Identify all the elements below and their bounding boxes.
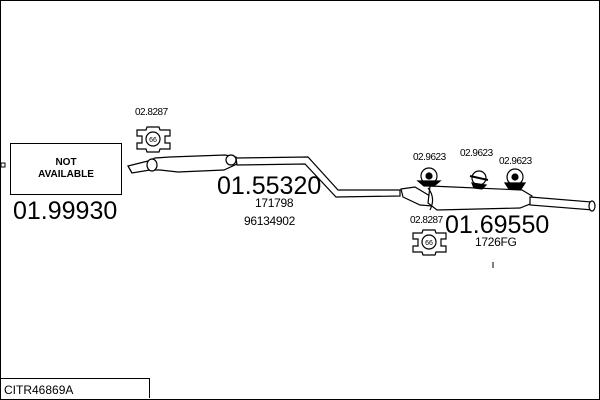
- front-part-number: 01.99930: [13, 197, 118, 225]
- rear-part-number: 01.69550: [445, 211, 550, 239]
- clamp-rear-icon: [412, 229, 447, 256]
- hanger-2-icon: [469, 170, 489, 190]
- middle-section-pipe: [127, 154, 401, 198]
- hanger-3-icon: [503, 168, 527, 190]
- clamp-front-badge: 66: [149, 137, 157, 144]
- hanger-3-label: 02.9623: [499, 156, 532, 167]
- not-available-box: NOT AVAILABLE: [10, 143, 122, 195]
- clamp-front-icon: [136, 126, 171, 153]
- reference-box: CITR46869A: [0, 378, 150, 398]
- hanger-2-label: 02.9623: [460, 148, 493, 159]
- rear-oem: 1726FG: [475, 235, 517, 249]
- clamp-rear-label: 02.8287: [410, 215, 443, 226]
- not-available-line-1: NOT: [55, 157, 77, 168]
- rear-section-pipe: [400, 185, 596, 212]
- clamp-rear-badge: 66: [425, 240, 433, 247]
- hanger-1-label: 02.9623: [413, 152, 446, 163]
- reference-code: CITR46869A: [4, 383, 74, 397]
- middle-oem-1: 171798: [255, 196, 294, 210]
- hanger-1-icon: [416, 167, 442, 187]
- clamp-front-label: 02.8287: [135, 107, 168, 118]
- left-edge-marker: [0, 162, 6, 168]
- middle-oem-2: 96134902: [244, 214, 295, 228]
- middle-part-number: 01.55320: [217, 172, 322, 200]
- not-available-line-2: AVAILABLE: [38, 169, 94, 180]
